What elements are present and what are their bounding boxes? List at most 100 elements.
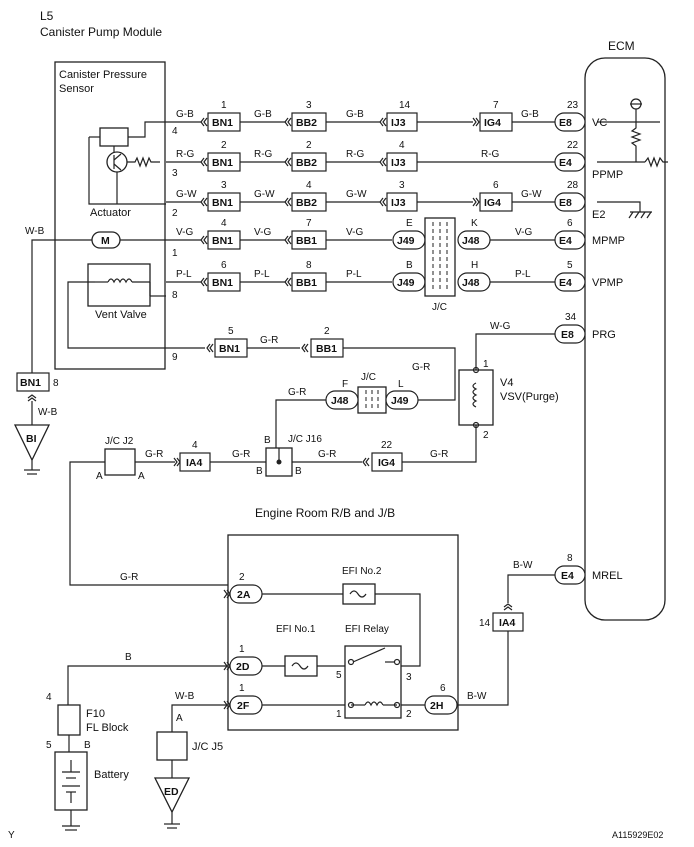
wire-color: P-L <box>515 269 531 280</box>
pin-number: 2 <box>306 140 312 151</box>
wire-color: P-L <box>346 269 362 280</box>
connector-label: BN1 <box>212 235 233 247</box>
pin-number: 8 <box>53 378 59 389</box>
connector-chevron-icon <box>472 117 480 127</box>
pin-letter: A <box>96 471 103 482</box>
vsv-name: VSV(Purge) <box>500 391 559 403</box>
ecm-signal-mrel: MREL <box>592 570 623 582</box>
connector-label: IG4 <box>378 457 395 469</box>
connector-e8-prg <box>554 324 586 344</box>
connector-label: BN1 <box>20 377 41 389</box>
fl-block-code: F10 <box>86 708 105 720</box>
wire-color: R-G <box>481 149 500 160</box>
wire-color: W-B <box>175 691 195 702</box>
sensor-pin: 1 <box>172 248 178 259</box>
connector-chevron-icon <box>200 197 208 207</box>
wire-color: V-G <box>254 227 271 238</box>
connector-chevron-icon <box>472 197 480 207</box>
pin-letter: A <box>138 471 145 482</box>
connector-chevron-icon <box>284 235 292 245</box>
rb-connector-2d: 2D 1 B <box>67 644 263 705</box>
connector-label: BB2 <box>296 117 317 129</box>
wire-color: G-R <box>318 449 336 460</box>
fuse-symbol-icon <box>349 590 367 598</box>
ground-ed-triangle <box>153 777 191 814</box>
pin-letter: B <box>264 435 271 446</box>
connector-label: IJ3 <box>391 197 406 209</box>
pin-number: 5 <box>228 326 234 337</box>
pin-number: 2 <box>406 709 412 720</box>
connector-chevron-icon <box>379 157 387 167</box>
connector-label: BN1 <box>212 117 233 129</box>
wire-color: B-W <box>467 691 487 702</box>
g-r-bottom-row: J/C J2 A A G-R IA4 4 G-R J/C J16 B B B G… <box>69 425 477 586</box>
pin-number: 1 <box>483 359 489 370</box>
pin-number: 34 <box>565 312 577 323</box>
pin-number: 2 <box>239 572 245 583</box>
sensor-pin: 4 <box>172 126 178 137</box>
pin-number: 22 <box>381 440 393 451</box>
connector-chevron-icon <box>379 117 387 127</box>
connector-label: 2F <box>237 700 250 712</box>
wire-color: R-G <box>176 149 195 160</box>
canister-pump-module-box <box>54 61 166 370</box>
rb-connector-2a: 2A 2 G-R <box>120 572 263 604</box>
wire-color: P-L <box>254 269 270 280</box>
rb-connector-2f: 2F 1 W-B <box>171 683 263 732</box>
connector-label: E4 <box>559 235 572 247</box>
ecm-box <box>584 57 666 621</box>
connector-label: J49 <box>397 235 415 247</box>
bn1-ground-branch: W-B BN1 8 W-B BI <box>13 226 60 475</box>
connector-label: J49 <box>397 277 415 289</box>
pin-number: 2 <box>324 326 330 337</box>
pin-number: 3 <box>399 180 405 191</box>
connector-label: BB2 <box>296 197 317 209</box>
efi-no2-fuse <box>342 583 376 605</box>
connector-label: E8 <box>559 197 572 209</box>
connector-label: E4 <box>559 157 572 169</box>
wire-color: B <box>125 652 132 663</box>
rb-wire <box>375 593 421 667</box>
mrel-branch: IA4 14 B-W E4 8 MREL <box>479 553 623 632</box>
efi-relay: 5 3 1 2 <box>336 645 412 720</box>
pin-number: 1 <box>336 709 342 720</box>
connector-chevron-icon <box>200 235 208 245</box>
pin-number: 4 <box>399 140 405 151</box>
pressure-sensor-internals <box>88 121 166 205</box>
connector-chevron-icon <box>200 157 208 167</box>
pin-number: 2 <box>483 430 489 441</box>
connector-label: IG4 <box>484 197 501 209</box>
pin-number: L <box>398 379 404 390</box>
connector-label: BB2 <box>296 157 317 169</box>
connector-label: J48 <box>331 395 349 407</box>
jc-j2-label: J/C J2 <box>105 436 134 447</box>
efi-no1-fuse <box>284 655 318 677</box>
ground-label: BI <box>26 433 37 445</box>
engine-room-title: Engine Room R/B and J/B <box>255 506 395 520</box>
connector-label: BN1 <box>212 197 233 209</box>
sensor-pin: 9 <box>172 352 178 363</box>
ecm-signal: VPMP <box>592 277 623 289</box>
rb-connector-2h: 2H 6 B-W <box>424 631 509 715</box>
connector-chevron-icon <box>284 277 292 287</box>
footer-left: Y <box>8 830 15 841</box>
actuator-label: Actuator <box>90 207 131 219</box>
pin-letter: A <box>176 713 183 724</box>
pin-number: 6 <box>221 260 227 271</box>
fl-block: 4 F10 FL Block 5 B <box>46 692 129 752</box>
pin-number: 3 <box>406 672 412 683</box>
connector-ecm <box>554 230 586 250</box>
pin-number: 5 <box>46 740 52 751</box>
wire-color: G-B <box>346 109 364 120</box>
sensor-pin: 8 <box>172 290 178 301</box>
component-code: L5 <box>40 9 54 23</box>
vent-valve-coil-icon <box>95 278 166 297</box>
wire-color: G-W <box>176 189 197 200</box>
pin-number: B <box>406 260 413 271</box>
sensor-title-line2: Sensor <box>59 83 94 95</box>
harness-rows: G-BBN11G-BBB23G-BIJ314IG47G-BE823VCR-GBN… <box>166 100 625 292</box>
jc-junction-label: J/C <box>432 302 447 313</box>
pin-number: 2 <box>221 140 227 151</box>
pin-number: 4 <box>192 440 198 451</box>
efi-relay-label: EFI Relay <box>345 624 389 635</box>
